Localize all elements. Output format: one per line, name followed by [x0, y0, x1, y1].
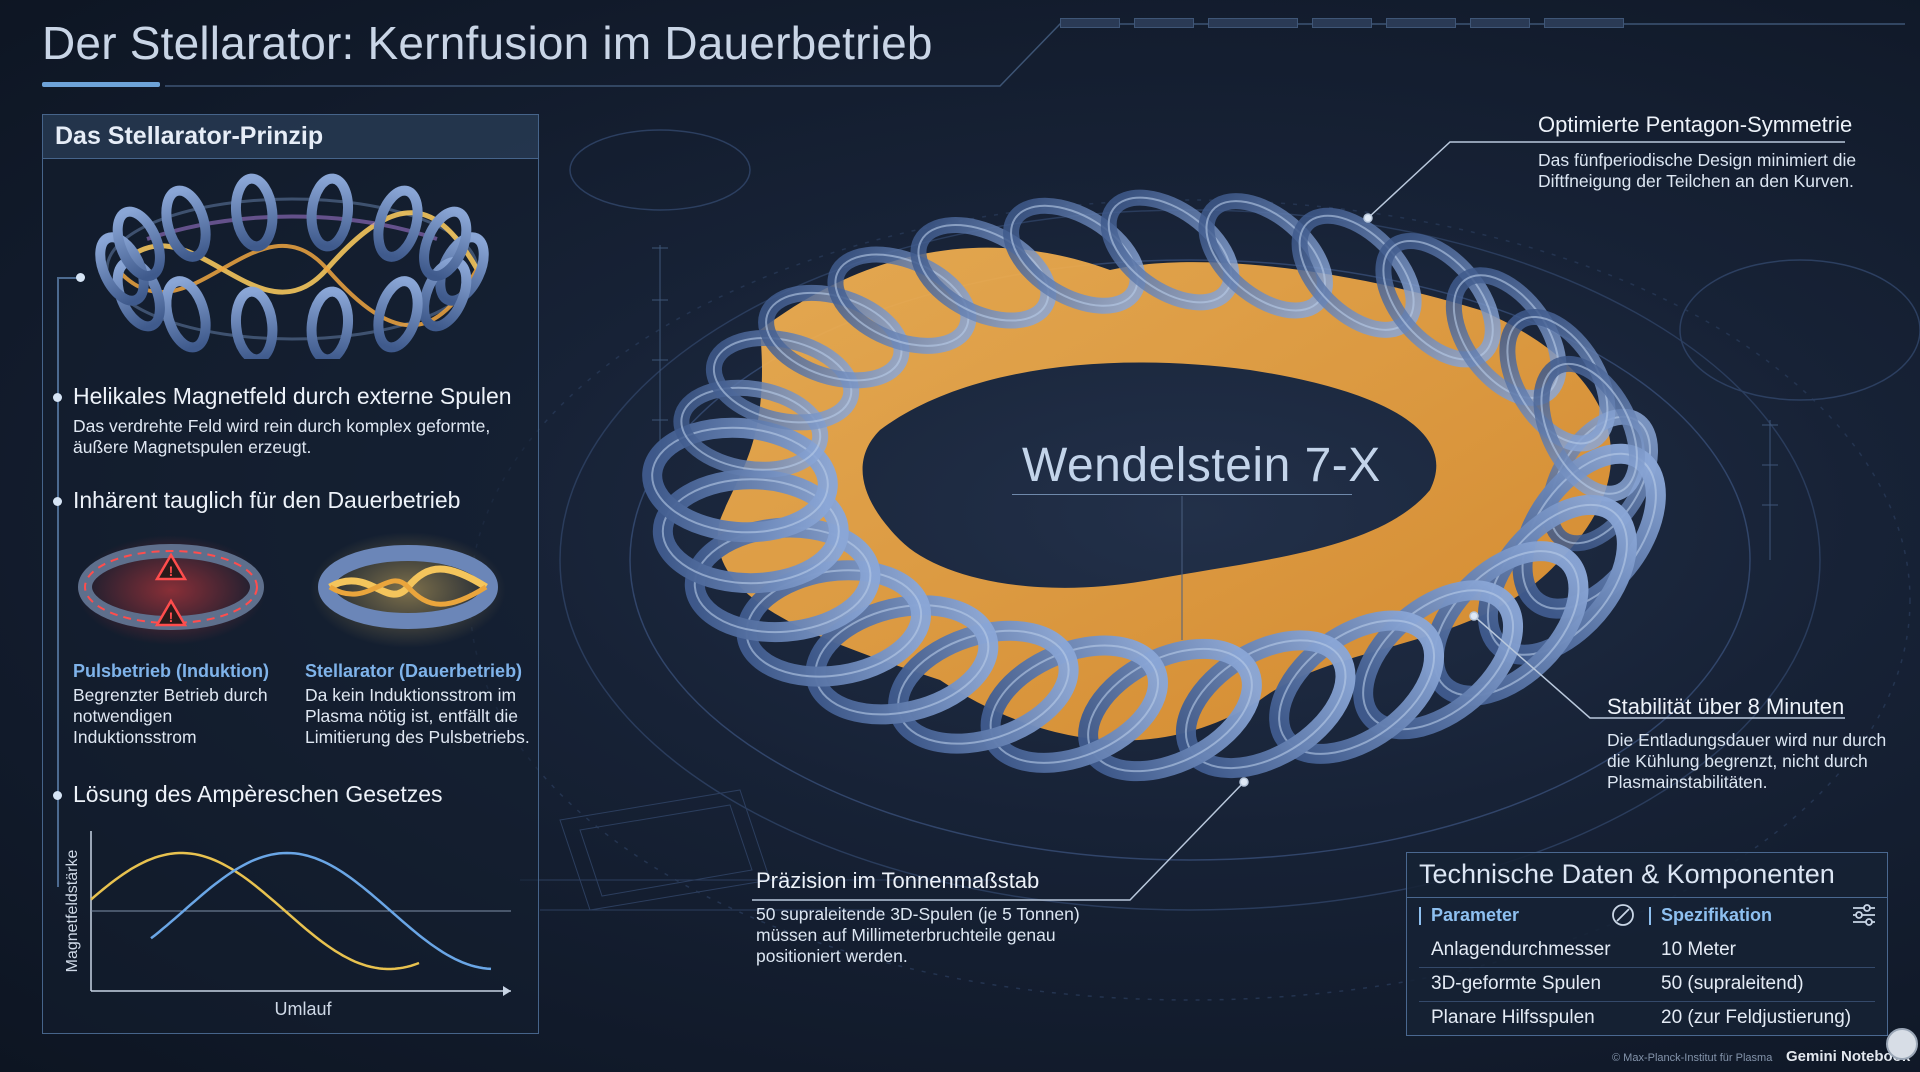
section-heading-helical: Helikales Magnetfeld durch externe Spule… — [73, 383, 512, 409]
table-cell-param: Planare Hilfsspulen — [1431, 1007, 1595, 1028]
measure-icon — [1612, 904, 1634, 926]
stellarator-illustration — [642, 189, 1666, 782]
tech-table-title: Technische Daten & Komponenten — [1419, 859, 1835, 889]
mini-coil — [112, 206, 165, 281]
mini-coil — [230, 173, 278, 252]
warning-icon: ! — [154, 552, 188, 581]
callout-body-pentagon: Das fünfperiodische Design minimiert die… — [1538, 150, 1857, 191]
mini-coil — [306, 286, 354, 359]
table-cell-spec: 20 (zur Feldjustierung) — [1661, 1007, 1852, 1028]
callout-body-precision: 50 supraleitende 3D-Spulen (je 5 Tonnen)… — [756, 904, 1080, 966]
wendelstein-label: Wendelstein 7-X — [1022, 439, 1381, 492]
section-body-helical: Das verdrehte Feld wird rein durch kompl… — [73, 416, 491, 457]
page-title: Der Stellarator: Kernfusion im Dauerbetr… — [42, 17, 933, 69]
callout-leaders — [752, 141, 1845, 901]
coil-highlight — [1010, 204, 1139, 307]
wave-series-yellow — [90, 851, 420, 971]
mini-coil — [230, 286, 278, 359]
coil-highlight — [680, 386, 822, 471]
row-divider — [1419, 1001, 1875, 1002]
bullet-dot — [53, 791, 62, 800]
coil-highlight — [1540, 362, 1638, 495]
mini-coil — [419, 206, 472, 281]
mini-coil — [95, 232, 149, 306]
header-bar — [1419, 907, 1421, 925]
coil-highlight — [712, 337, 853, 424]
copyright-credit: © Max-Planck-Institut für Plasma — [1612, 1052, 1773, 1064]
column-header-parameter: Parameter — [1431, 905, 1520, 925]
decorative-top-strip — [1060, 18, 1890, 34]
section-heading-continuous: Inhärent tauglich für den Dauerbetrieb — [73, 487, 461, 513]
table-cell-param: Anlagendurchmesser — [1431, 939, 1611, 960]
table-cell-spec: 10 Meter — [1661, 939, 1736, 960]
mini-coil — [373, 276, 423, 353]
coil-highlight — [1107, 196, 1233, 304]
column-header-specification: Spezifikation — [1661, 905, 1773, 925]
callout-title-precision: Präzision im Tonnenmaßstab — [756, 868, 1040, 893]
wendelstein-underline — [1012, 494, 1352, 495]
callout-title-pentagon: Optimierte Pentagon-Symmetrie — [1538, 112, 1853, 137]
scale-ticks — [652, 245, 1778, 871]
panel-header-text: Das Stellarator-Prinzip — [55, 122, 324, 150]
blueprint-schematic — [520, 789, 1000, 911]
header-bar — [1649, 907, 1651, 925]
coil-highlight — [917, 224, 1050, 322]
svg-text:!: ! — [169, 609, 174, 625]
table-cell-spec: 50 (supraleitend) — [1661, 973, 1804, 994]
mini-coil — [161, 276, 211, 353]
brand-logo-text: Gemini Notebook — [1786, 1048, 1911, 1065]
bullet-dot — [53, 497, 62, 506]
warning-icon: ! — [154, 598, 188, 627]
pulsed-body: Begrenzter Betrieb durch notwendigen Ind… — [73, 685, 268, 747]
stellarator-torus-icon — [95, 173, 489, 359]
coil-highlight — [661, 478, 840, 585]
tech-table-separator — [1407, 897, 1887, 898]
stellarator-continuous-icon — [310, 532, 506, 648]
bullet-dot — [76, 273, 85, 282]
pulsed-tokamak-icon: ! ! — [76, 535, 266, 645]
wave-ylabel: Magnetfeldstärke — [64, 850, 81, 973]
table-cell-param: 3D-geformte Spulen — [1431, 973, 1602, 994]
wave-series-blue — [150, 851, 492, 971]
stellarator-body: Da kein Induktionsstrom im Plasma nötig … — [305, 685, 530, 747]
technical-data-table: Technische Daten & Komponenten Parameter… — [1406, 852, 1888, 1036]
row-divider — [1419, 967, 1875, 968]
sliders-icon — [1853, 904, 1875, 926]
wave-xlabel: Umlauf — [274, 999, 332, 1019]
mini-coil — [373, 185, 423, 262]
callout-body-stability: Die Entladungsdauer wird nur durch die K… — [1607, 730, 1887, 792]
section-heading-ampere: Lösung des Ampèreschen Gesetzes — [73, 781, 443, 807]
stellarator-title: Stellarator (Dauerbetrieb) — [305, 661, 523, 681]
callout-title-stability: Stabilität über 8 Minuten — [1607, 694, 1845, 719]
svg-text:!: ! — [169, 563, 174, 579]
stellarator-principle-panel: Das Stellarator-Prinzip Helikales Magnet… — [42, 114, 539, 1034]
mini-coil — [306, 173, 354, 252]
panel-header: Das Stellarator-Prinzip — [43, 115, 538, 159]
magnetic-wave-chart: Magnetfeldstärke Umlauf — [64, 831, 511, 1019]
bullet-connector — [57, 277, 59, 887]
pulsed-title: Pulsbetrieb (Induktion) — [73, 661, 269, 681]
mini-coil — [161, 185, 211, 262]
coil-highlight — [1506, 315, 1609, 445]
corner-action-button[interactable] — [1886, 1028, 1918, 1060]
coil-highlight — [651, 426, 829, 534]
bullet-dot — [53, 393, 62, 402]
x-axis-arrow — [503, 986, 511, 996]
title-underline — [42, 82, 160, 87]
bullet-connector-branch — [57, 277, 79, 279]
